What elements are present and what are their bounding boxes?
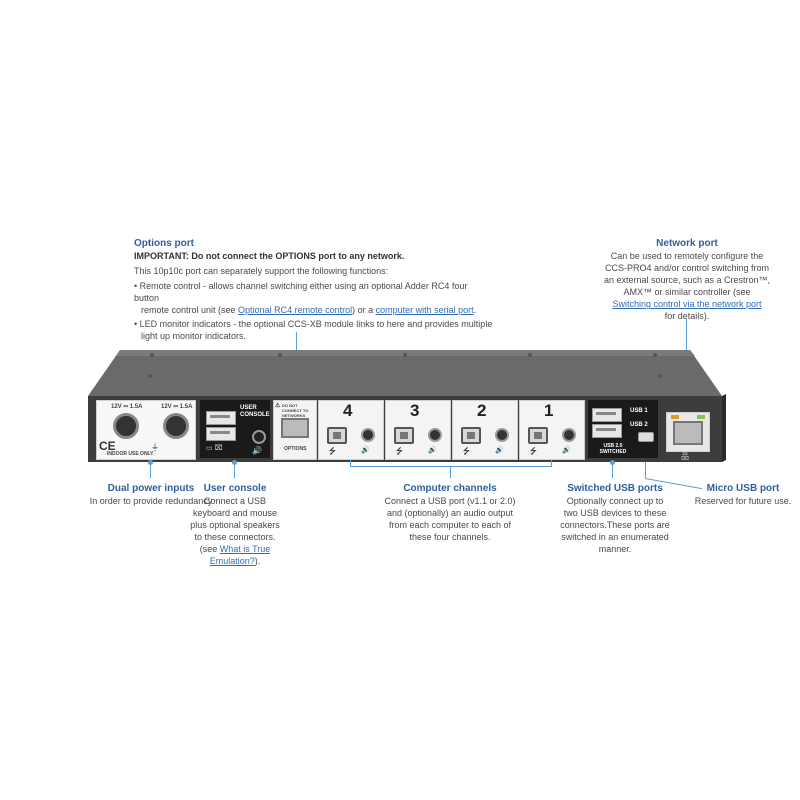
options-bay: ⚠ DO NOT CONNECT TO NETWORKS OPTIONS xyxy=(273,400,317,460)
switched-usb-callout-line xyxy=(612,462,613,478)
channels-callout-line xyxy=(450,466,451,478)
power-callout-line xyxy=(150,462,151,478)
channel-4-bay: 4 ⭍ 🔊 xyxy=(318,400,384,460)
options-port-bullet-remote: • Remote control - allows channel switch… xyxy=(134,281,477,315)
channel-1-usb-port[interactable] xyxy=(528,427,548,444)
usb-icon: ⭍ xyxy=(530,447,537,456)
dual-power-callout: Dual power inputs In order to provide re… xyxy=(46,482,256,507)
channel-2-audio-jack[interactable] xyxy=(495,428,509,442)
channel-3-bay: 3 ⭍ 🔊 xyxy=(385,400,451,460)
options-port-callout: Options port IMPORTANT: Do not connect t… xyxy=(134,237,494,342)
switched-usb-port-1[interactable] xyxy=(592,408,622,422)
user-console-heading: User console xyxy=(203,483,267,494)
console-usb-port-1[interactable] xyxy=(206,411,236,425)
micro-usb-callout: Micro USB port Reserved for future use. xyxy=(690,482,796,507)
serial-port-link[interactable]: computer with serial port xyxy=(375,305,474,315)
options-port-heading: Options port xyxy=(134,238,194,249)
network-led-right xyxy=(697,415,705,419)
console-callout-line xyxy=(234,462,235,478)
options-port[interactable] xyxy=(281,418,309,438)
switched-usb-callout: Switched USB ports Optionally connect up… xyxy=(550,482,680,555)
channel-1-audio-jack[interactable] xyxy=(562,428,576,442)
options-port-warning: IMPORTANT: Do not connect the OPTIONS po… xyxy=(134,251,405,261)
channel-2-usb-port[interactable] xyxy=(461,427,481,444)
warning-icon: ⚠ xyxy=(275,403,281,409)
true-emulation-link[interactable]: What is True Emulation? xyxy=(209,544,271,566)
speaker-icon: 🔊 xyxy=(495,447,504,454)
switched-usb-bay: USB 1 USB 2 USB 2.0 SWITCHED xyxy=(588,400,658,458)
channel-4-audio-jack[interactable] xyxy=(361,428,375,442)
power-connector-2[interactable] xyxy=(163,413,189,439)
micro-usb-callout-line-v xyxy=(645,462,646,478)
network-switching-link[interactable]: Switching control via the network port xyxy=(612,299,762,309)
console-usb-port-2[interactable] xyxy=(206,427,236,441)
channel-3-number: 3 xyxy=(410,401,420,420)
speaker-icon: 🔊 xyxy=(252,446,262,455)
network-port[interactable] xyxy=(673,421,703,445)
speaker-icon: 🔊 xyxy=(428,447,437,454)
ground-icon: ⏚ xyxy=(151,443,159,452)
channels-callout-bracket xyxy=(350,466,552,467)
keyboard-mouse-icon: ▭ ⌧ xyxy=(206,445,223,452)
rc4-remote-link[interactable]: Optional RC4 remote control xyxy=(238,305,353,315)
power-connector-1[interactable] xyxy=(113,413,139,439)
channel-1-bay: 1 ⭍ 🔊 xyxy=(519,400,585,460)
network-port-heading: Network port xyxy=(656,238,718,249)
micro-usb-heading: Micro USB port xyxy=(706,483,780,494)
network-icon: 品 xyxy=(681,452,689,461)
switched-usb-heading: Switched USB ports xyxy=(567,483,663,494)
channel-1-number: 1 xyxy=(544,401,554,420)
usb-icon: ⭍ xyxy=(396,447,403,456)
user-console-bay: USER CONSOLE ▭ ⌧ 🔊 xyxy=(200,400,270,458)
power-inputs-bay: 12V ⎓ 1.5A 12V ⎓ 1.5A CE ⏚ INDOOR USE ON… xyxy=(96,400,196,460)
speaker-icon: 🔊 xyxy=(361,447,370,454)
channel-3-audio-jack[interactable] xyxy=(428,428,442,442)
computer-channels-callout: Computer channels Connect a USB port (v1… xyxy=(370,482,530,543)
ce-mark-icon: CE xyxy=(99,439,116,453)
options-port-intro: This 10p10c port can separately support … xyxy=(134,266,389,276)
console-audio-jack[interactable] xyxy=(252,430,266,444)
usb-icon: ⭍ xyxy=(329,447,336,456)
channel-3-usb-port[interactable] xyxy=(394,427,414,444)
network-port-callout: Network port Can be used to remotely con… xyxy=(592,237,782,322)
usb-icon: ⭍ xyxy=(463,447,470,456)
micro-usb-port[interactable] xyxy=(638,432,654,442)
network-port-bay xyxy=(666,412,710,452)
dual-power-heading: Dual power inputs xyxy=(107,483,195,494)
computer-channels-heading: Computer channels xyxy=(403,483,497,494)
switched-usb-port-2[interactable] xyxy=(592,424,622,438)
options-port-bullet-led: • LED monitor indicators - the optional … xyxy=(134,319,493,341)
channel-4-usb-port[interactable] xyxy=(327,427,347,444)
channel-2-number: 2 xyxy=(477,401,487,420)
user-console-callout: User console Connect a USB keyboard and … xyxy=(180,482,290,567)
speaker-icon: 🔊 xyxy=(562,447,571,454)
channel-2-bay: 2 ⭍ 🔊 xyxy=(452,400,518,460)
network-led-left xyxy=(671,415,679,419)
channel-4-number: 4 xyxy=(343,401,353,420)
